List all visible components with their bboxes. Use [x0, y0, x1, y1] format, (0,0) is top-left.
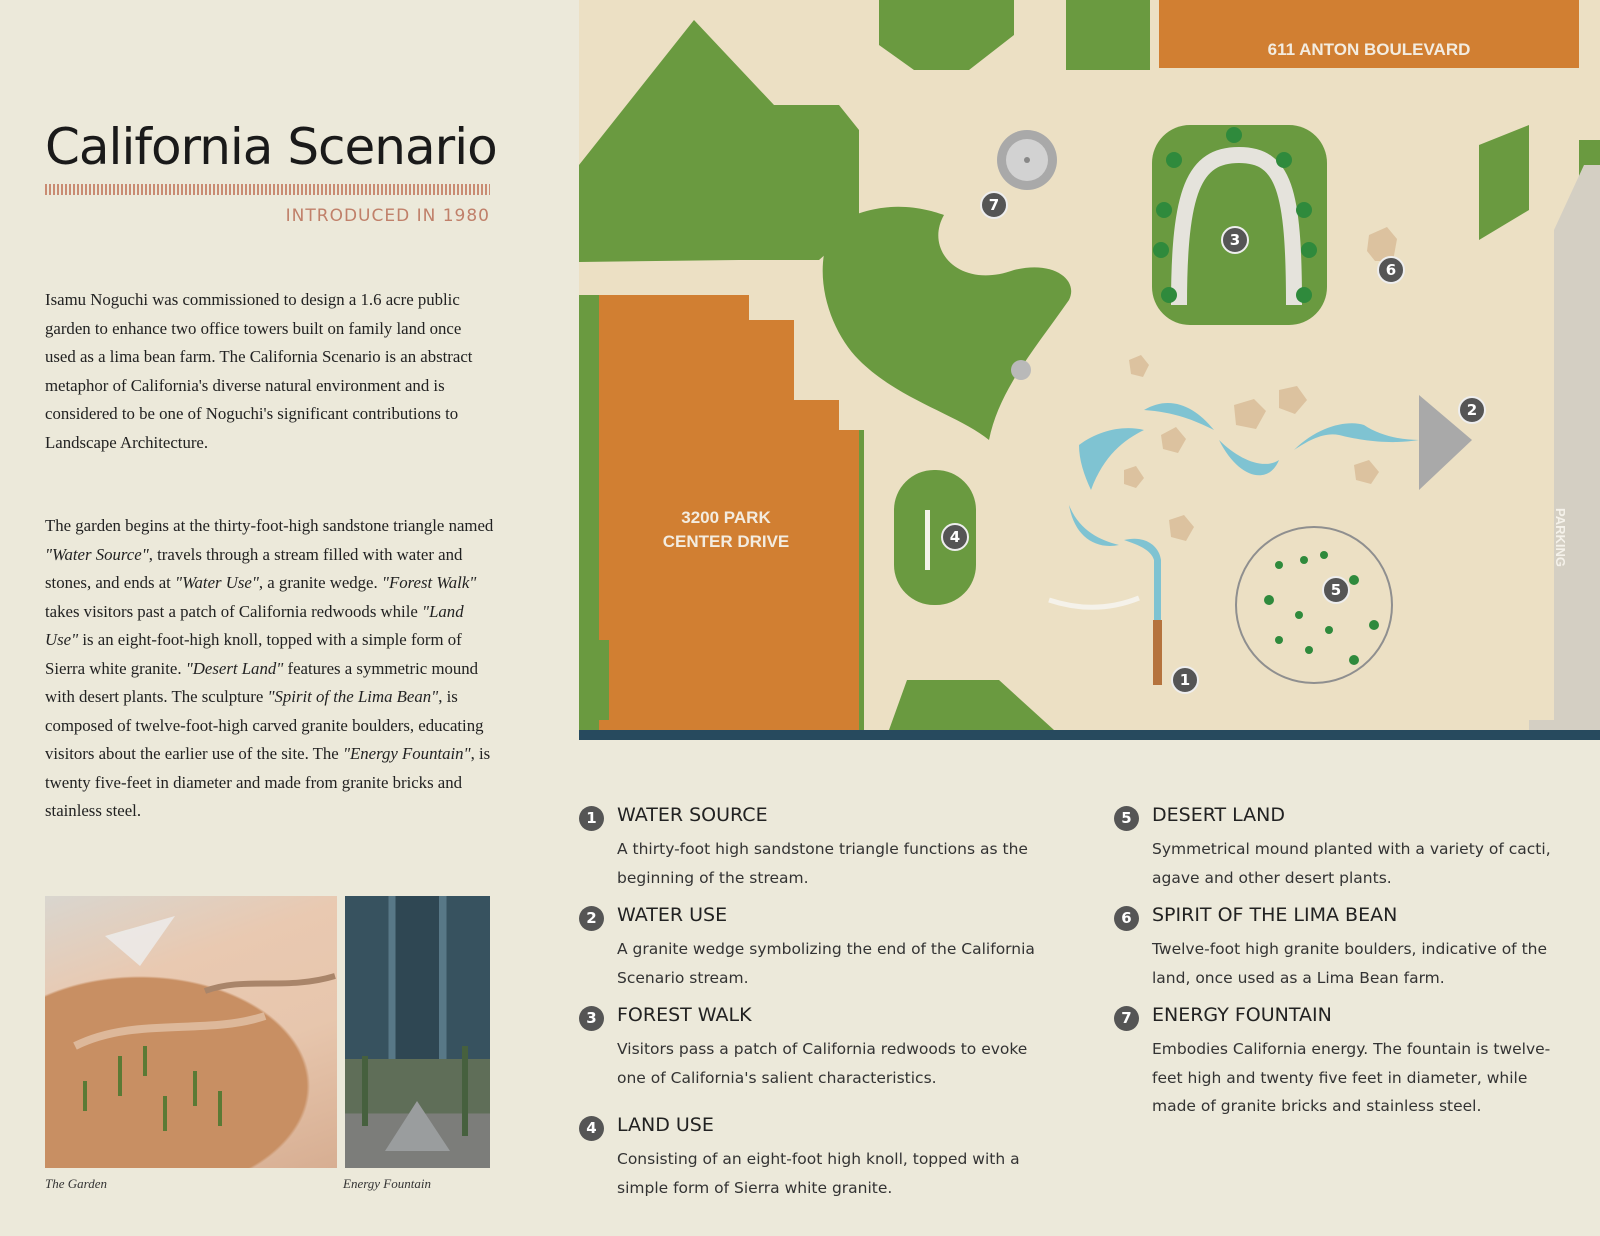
building-3200-park-center: [599, 295, 859, 730]
small-stone: [1011, 360, 1031, 380]
grass-bed-right-small: [1479, 125, 1529, 240]
label-611-anton: 611 ANTON BOULEVARD: [1268, 40, 1471, 59]
legend-title: LAND USE: [617, 1114, 714, 1136]
grass-bed-curved: [822, 206, 1072, 440]
legend-number-badge: 2: [579, 906, 604, 931]
feature-name: "Forest Walk": [381, 573, 477, 592]
legend-title: WATER SOURCE: [617, 804, 768, 826]
legend-number-badge: 5: [1114, 806, 1139, 831]
desert-land-mound: [1235, 526, 1393, 684]
garden-photo-art: [73, 916, 336, 1131]
garden-photo: [45, 896, 337, 1168]
map-marker-6[interactable]: 6: [1377, 256, 1405, 284]
legend-number-badge: 3: [579, 1006, 604, 1031]
legend-description: Twelve-foot high granite boulders, indic…: [1152, 940, 1548, 987]
forest-walk-path: [1171, 146, 1302, 306]
legend-description: A thirty-foot high sandstone triangle fu…: [617, 840, 1028, 887]
site-map: 611 ANTON BOULEVARD 3200 PARK CENTER DRI…: [579, 0, 1600, 740]
svg-text:1: 1: [1180, 671, 1190, 689]
energy-fountain-photo-art: [362, 1046, 468, 1151]
label-parking: PARKING: [1553, 508, 1568, 567]
map-marker-5[interactable]: 5: [1322, 576, 1350, 604]
svg-text:5: 5: [1331, 581, 1341, 599]
legend-number-badge: 1: [579, 806, 604, 831]
paragraph-text: The garden begins at the thirty-foot-hig…: [45, 516, 494, 535]
paragraph-text: features a symmetric mound with desert p…: [45, 658, 479, 707]
feature-name: "Desert Land": [185, 658, 284, 678]
land-use-knoll: [894, 470, 976, 605]
label-3200-park-line1: 3200 PARK: [681, 508, 771, 527]
svg-text:3: 3: [1230, 231, 1240, 249]
granite-form: [925, 510, 930, 570]
paragraph-text: , a granite wedge.: [258, 573, 382, 592]
svg-text:7: 7: [989, 196, 999, 214]
garden-photo-caption: The Garden: [45, 1176, 107, 1191]
grass-bed-left: [579, 20, 859, 262]
label-3200-park-line2: CENTER DRIVE: [663, 532, 790, 551]
legend-number-badge: 6: [1114, 906, 1139, 931]
map-marker-3[interactable]: 3: [1221, 226, 1249, 254]
legend-description: Consisting of an eight-foot high knoll, …: [617, 1150, 1020, 1197]
legend-title: WATER USE: [617, 904, 728, 926]
legend-description: Visitors pass a patch of California redw…: [617, 1040, 1028, 1087]
grass-bed-bottom: [889, 680, 1054, 730]
redwood-trees: [1153, 127, 1317, 303]
feature-name: "Land Use": [45, 601, 464, 650]
map-marker-7[interactable]: 7: [980, 191, 1008, 219]
lima-bean-boulders: [1124, 227, 1397, 541]
feature-name: "Spirit of the Lima Bean": [267, 687, 439, 706]
legend-title: ENERGY FOUNTAIN: [1152, 1004, 1332, 1026]
map-marker-2[interactable]: 2: [1458, 396, 1486, 424]
desert-plants: [1264, 551, 1379, 665]
intro-paragraph-2: The garden begins at the thirty-foot-hig…: [45, 512, 495, 826]
paragraph-text: , is twenty five-feet in diameter and ma…: [45, 744, 491, 820]
title-divider: [45, 184, 490, 195]
svg-text:6: 6: [1386, 261, 1396, 279]
feature-name: "Water Use": [175, 573, 259, 592]
legend-description: Embodies California energy. The fountain…: [1152, 1040, 1551, 1115]
svg-text:2: 2: [1467, 401, 1477, 419]
feature-name: "Water Source": [45, 544, 149, 564]
intro-paragraph-1: Isamu Noguchi was commissioned to design…: [45, 290, 473, 452]
feature-name: "Energy Fountain": [342, 744, 471, 763]
paragraph-text: , travels through a stream filled with w…: [45, 544, 463, 593]
paragraph-text: is an eight-foot-high knoll, topped with…: [45, 630, 462, 678]
legend-title: FOREST WALK: [617, 1004, 752, 1026]
paragraph-text: takes visitors past a patch of Californi…: [45, 601, 423, 621]
paragraph-text: , is composed of twelve-foot-high carved…: [45, 687, 484, 763]
energy-fountain-photo: [345, 896, 490, 1168]
page-subtitle: INTRODUCED IN 1980: [285, 206, 490, 226]
legend-description: Symmetrical mound planted with a variety…: [1152, 840, 1551, 887]
grass-bed-top: [1066, 0, 1150, 70]
legend-number-badge: 4: [579, 1116, 604, 1141]
intro-column: California Scenario INTRODUCED IN 1980 I…: [0, 0, 578, 1236]
water-use-wedge: [1419, 395, 1472, 490]
site-map-canvas: 611 ANTON BOULEVARD 3200 PARK CENTER DRI…: [579, 0, 1600, 740]
map-marker-4[interactable]: 4: [941, 523, 969, 551]
water-source-triangle: [1153, 620, 1162, 685]
legend-title: SPIRIT OF THE LIMA BEAN: [1152, 904, 1398, 926]
grass-bed-top-left: [879, 0, 1014, 70]
energy-fountain-photo-caption: Energy Fountain: [343, 1176, 431, 1191]
page-title: California Scenario: [45, 118, 498, 176]
svg-text:4: 4: [950, 528, 960, 546]
legend-description: A granite wedge symbolizing the end of t…: [617, 940, 1035, 987]
map-bottom-rule: [579, 730, 1600, 740]
parking-area: [1529, 165, 1600, 740]
legend-title: DESERT LAND: [1152, 804, 1286, 826]
stream: [1069, 402, 1419, 620]
map-marker-1[interactable]: 1: [1171, 666, 1199, 694]
building-611-anton: [1159, 0, 1579, 68]
legend-number-badge: 7: [1114, 1006, 1139, 1031]
